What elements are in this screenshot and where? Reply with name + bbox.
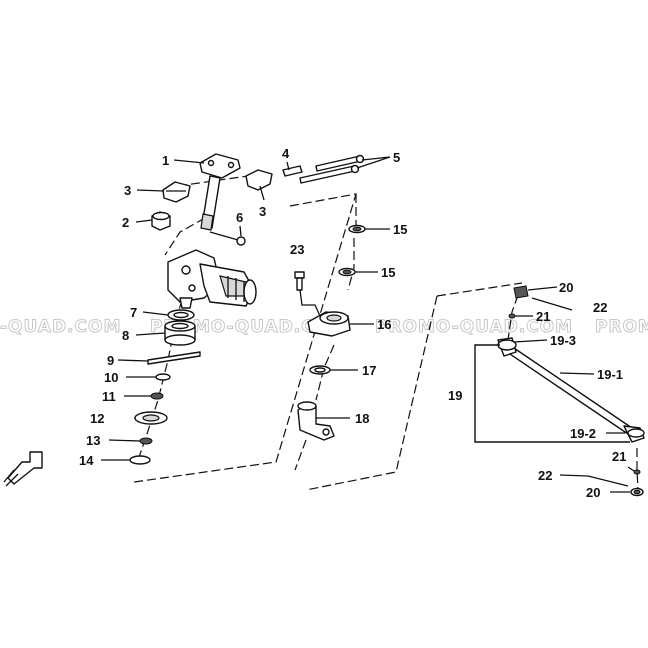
- callout-16: 16: [377, 317, 391, 332]
- callout-22-bottom: 22: [538, 468, 552, 483]
- callout-4: 4: [282, 146, 290, 161]
- watermark-mid: PROMO-QUAD.COM: [150, 317, 348, 337]
- leader-lines: [101, 156, 635, 493]
- part-22-cotter-bottom: [587, 475, 629, 487]
- part-16-housing: [307, 311, 351, 337]
- watermark-mid2: PROMO-QUAD.COM: [375, 317, 573, 337]
- part-20-nut-bottom: [630, 487, 644, 497]
- steering-gearbox: [167, 249, 257, 309]
- part-17-ring: [309, 365, 331, 375]
- part-3-clamp-left: [162, 181, 191, 203]
- axis-top-bolt: [177, 175, 249, 187]
- callout-20-top: 20: [559, 280, 573, 295]
- watermark: -QUAD.COM PROMO-QUAD.COM PROMO-QUAD.COM …: [0, 317, 648, 338]
- axis-center-bottom: [294, 439, 307, 471]
- part-13-nut: [139, 437, 153, 445]
- front-direction-arrow-icon: [3, 451, 43, 487]
- part-14-lower-seal: [129, 455, 151, 465]
- steering-shaft: [200, 175, 221, 231]
- callout-2: 2: [122, 215, 129, 230]
- callout-21-bottom: 21: [612, 449, 626, 464]
- callout-3-left: 3: [124, 183, 131, 198]
- part-2-bushing: [151, 211, 171, 231]
- callout-labels: 1 3 2 3 4 5 6 7 8 9 10 11 12 13 14 15 15…: [79, 146, 626, 500]
- callout-14: 14: [79, 453, 94, 468]
- callout-3-right: 3: [259, 204, 266, 219]
- part-22-cotter-top: [531, 297, 573, 311]
- part-1-upper-bracket: [199, 153, 241, 179]
- callout-10: 10: [104, 370, 118, 385]
- callout-19-2: 19-2: [570, 426, 596, 441]
- callout-19-3: 19-3: [550, 333, 576, 348]
- part-9-pin: [147, 351, 201, 365]
- callout-21-top: 21: [536, 309, 550, 324]
- axis-right-top: [507, 294, 519, 341]
- bracket-19: [474, 344, 630, 443]
- callout-8: 8: [122, 328, 129, 343]
- part-21-pin-bottom: [633, 469, 641, 475]
- axis-left-top: [164, 217, 206, 256]
- part-18-pitman-arm: [297, 401, 335, 441]
- axis-center-mid: [315, 344, 335, 401]
- callout-13: 13: [86, 433, 100, 448]
- callout-15-top: 15: [393, 222, 407, 237]
- callout-5: 5: [393, 150, 400, 165]
- callout-15-lower: 15: [381, 265, 395, 280]
- part-20-nut-top: [513, 285, 529, 299]
- axis-right-bottom: [636, 448, 639, 491]
- part-7-seal: [167, 309, 195, 321]
- callout-7: 7: [130, 305, 137, 320]
- part-6-bolt: [209, 231, 246, 246]
- part-12-washer: [134, 411, 168, 425]
- part-3-clamp-right: [245, 169, 273, 191]
- outline-right-top: [436, 282, 523, 297]
- part-19-1-tie-rod: [497, 337, 645, 443]
- callout-19: 19: [448, 388, 462, 403]
- part-23-bolt: [294, 271, 321, 317]
- part-10-clip: [155, 373, 171, 381]
- outline-left: [133, 193, 357, 483]
- watermark-left: -QUAD.COM: [0, 317, 121, 337]
- watermark-right: PROMO: [595, 317, 648, 337]
- callout-1: 1: [162, 153, 169, 168]
- callout-12: 12: [90, 411, 104, 426]
- part-15-seal-top: [348, 224, 366, 234]
- callout-19-1: 19-1: [597, 367, 623, 382]
- callout-11: 11: [102, 389, 116, 404]
- part-5-bolts: [299, 154, 365, 184]
- part-8-bearing: [164, 320, 196, 346]
- callout-18: 18: [355, 411, 369, 426]
- part-15-seal-lower: [338, 267, 356, 277]
- callout-23: 23: [290, 242, 304, 257]
- callout-20-bottom: 20: [586, 485, 600, 500]
- part-21-pin-top: [508, 313, 516, 319]
- axis-center-top: [347, 238, 355, 291]
- callout-17: 17: [362, 363, 376, 378]
- outline-right: [305, 295, 438, 491]
- part-11-ring: [150, 392, 164, 400]
- callout-6: 6: [236, 210, 243, 225]
- part-4-pin: [282, 165, 303, 177]
- callout-9: 9: [107, 353, 114, 368]
- callout-22-top: 22: [593, 300, 607, 315]
